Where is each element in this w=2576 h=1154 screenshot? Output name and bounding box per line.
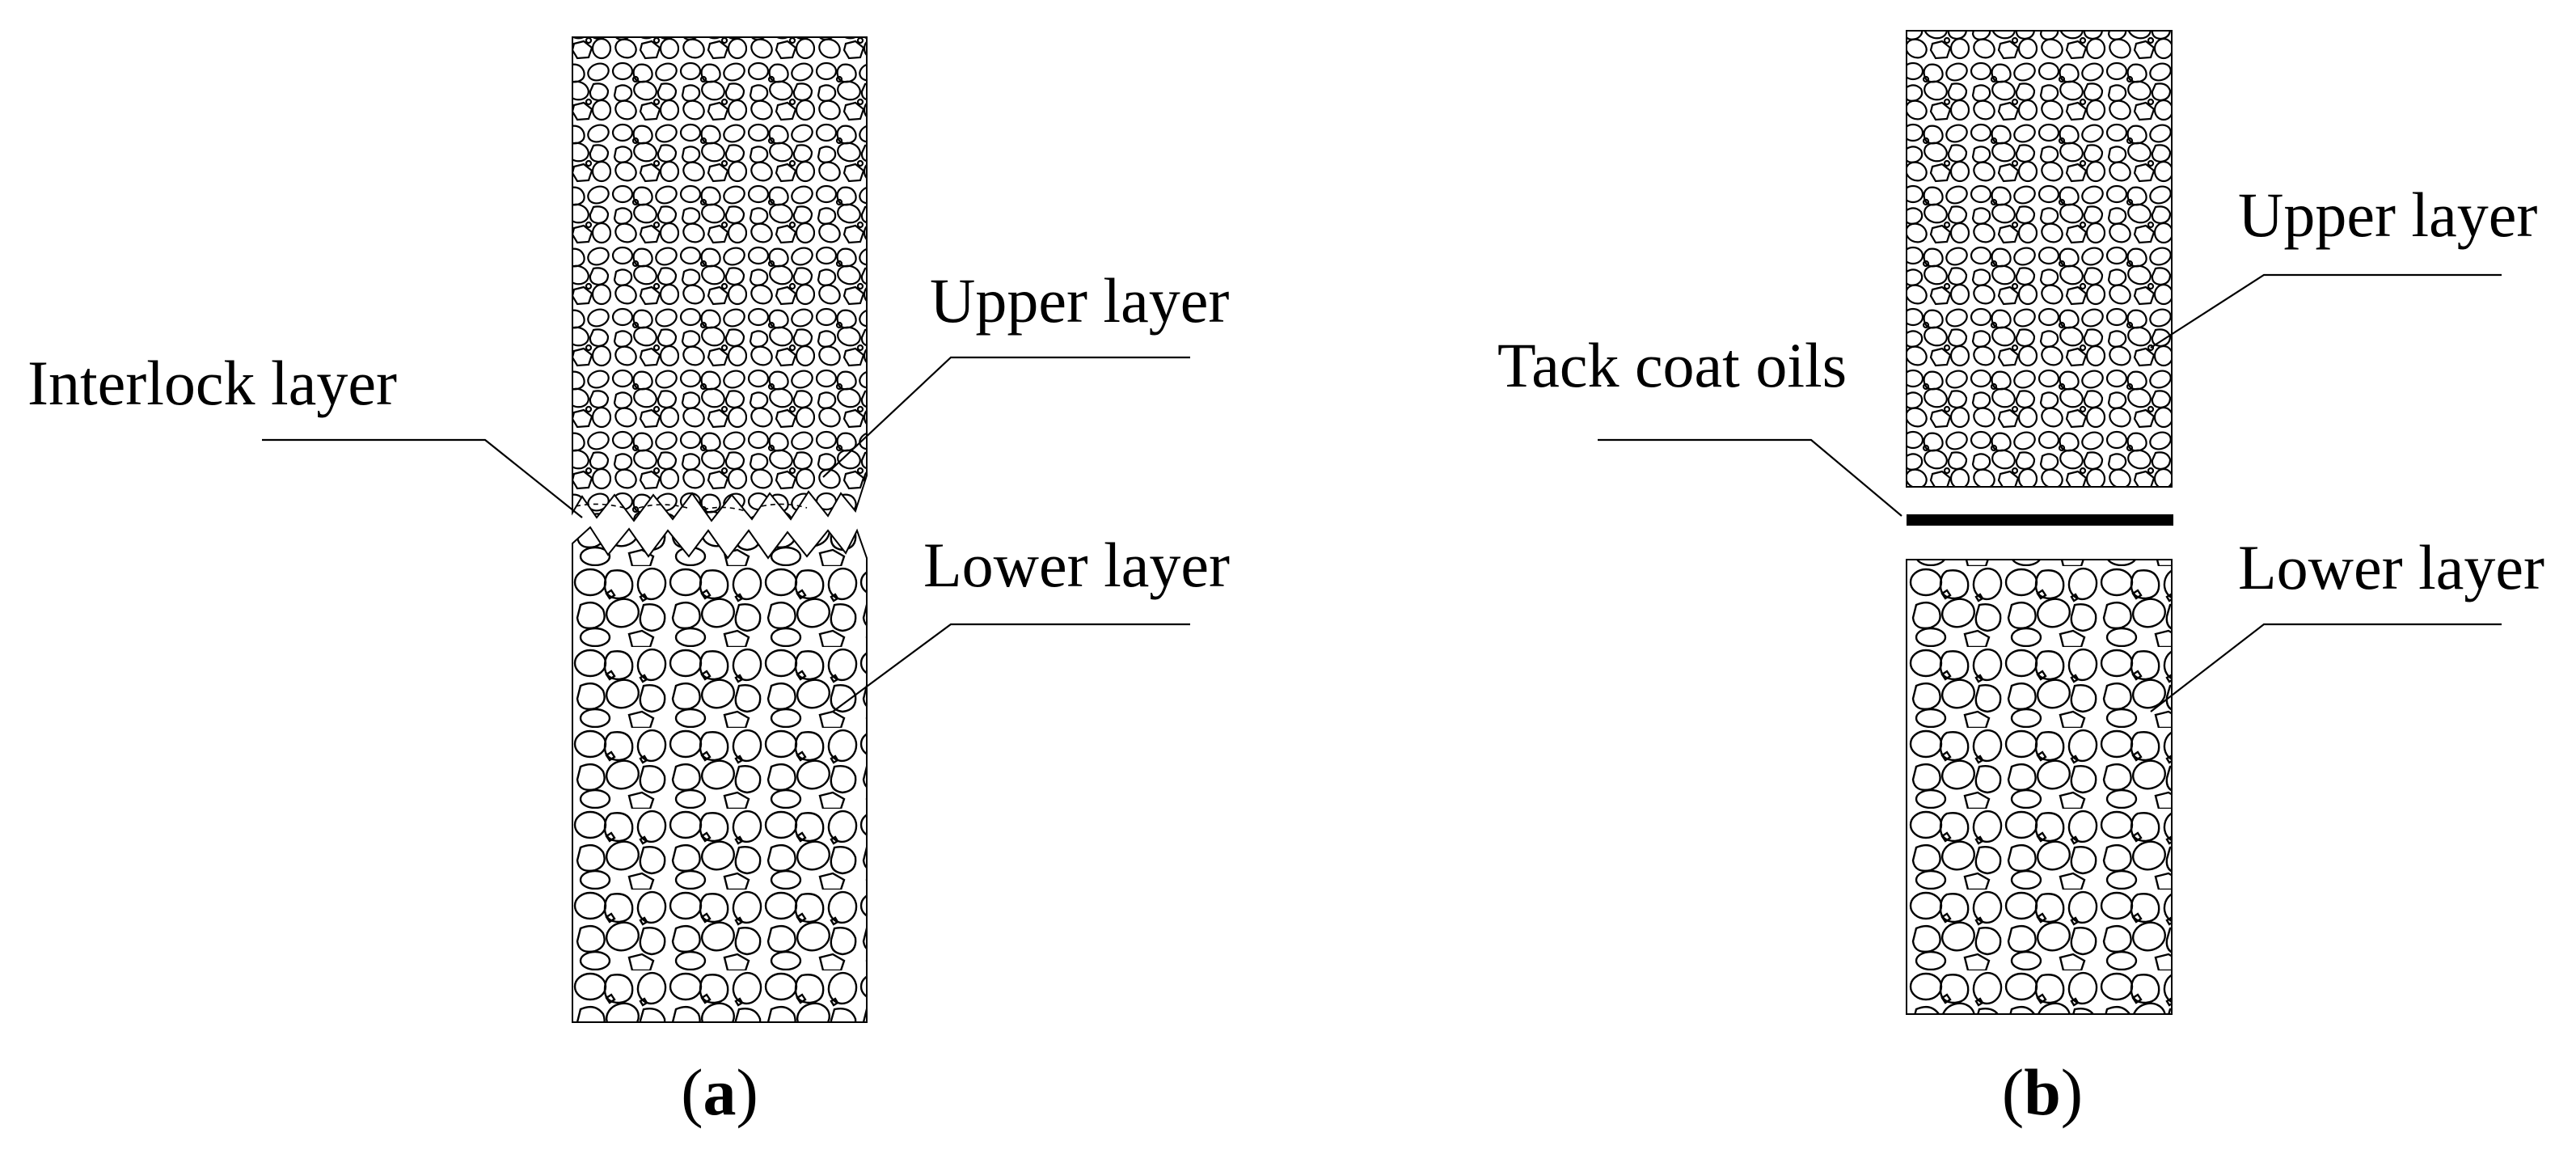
panel-a-interlock-label: Interlock layer (27, 348, 397, 418)
panel-b-lower-label: Lower layer (2238, 532, 2544, 602)
panel-a-lower-label: Lower layer (923, 530, 1230, 600)
panel-b-letter: b (2024, 1055, 2061, 1129)
panel-a-lower-leader (832, 623, 1190, 712)
panel-a-lower-block (572, 527, 867, 1022)
panel-b-caption: (b) (2002, 1055, 2083, 1129)
panel-b-upper-label: Upper layer (2238, 180, 2537, 250)
panel-b-upper-block (1907, 31, 2172, 487)
panel-a-caption: (a) (681, 1055, 758, 1129)
panel-a-letter: a (703, 1055, 737, 1129)
panel-a-upper-block (572, 37, 867, 521)
panel-b-tack-label: Tack coat oils (1497, 330, 1847, 400)
panel-a-upper-label: Upper layer (930, 265, 1229, 336)
panel-a: Upper layer Interlock layer Lower layer … (27, 36, 1230, 1129)
panel-a-upper-leader (822, 356, 1190, 478)
panel-b-lower-leader (2150, 623, 2502, 712)
panel-b: Upper layer Tack coat oils Lower layer (… (1497, 30, 2544, 1129)
panel-b-tack-coat (1907, 514, 2173, 526)
panel-b-upper-leader (2150, 273, 2502, 349)
panel-b-lower-block (1907, 560, 2172, 1014)
panel-a-interlock-zone (575, 503, 808, 512)
panel-a-interlock-leader (262, 438, 583, 518)
panel-b-tack-leader (1598, 438, 1902, 517)
